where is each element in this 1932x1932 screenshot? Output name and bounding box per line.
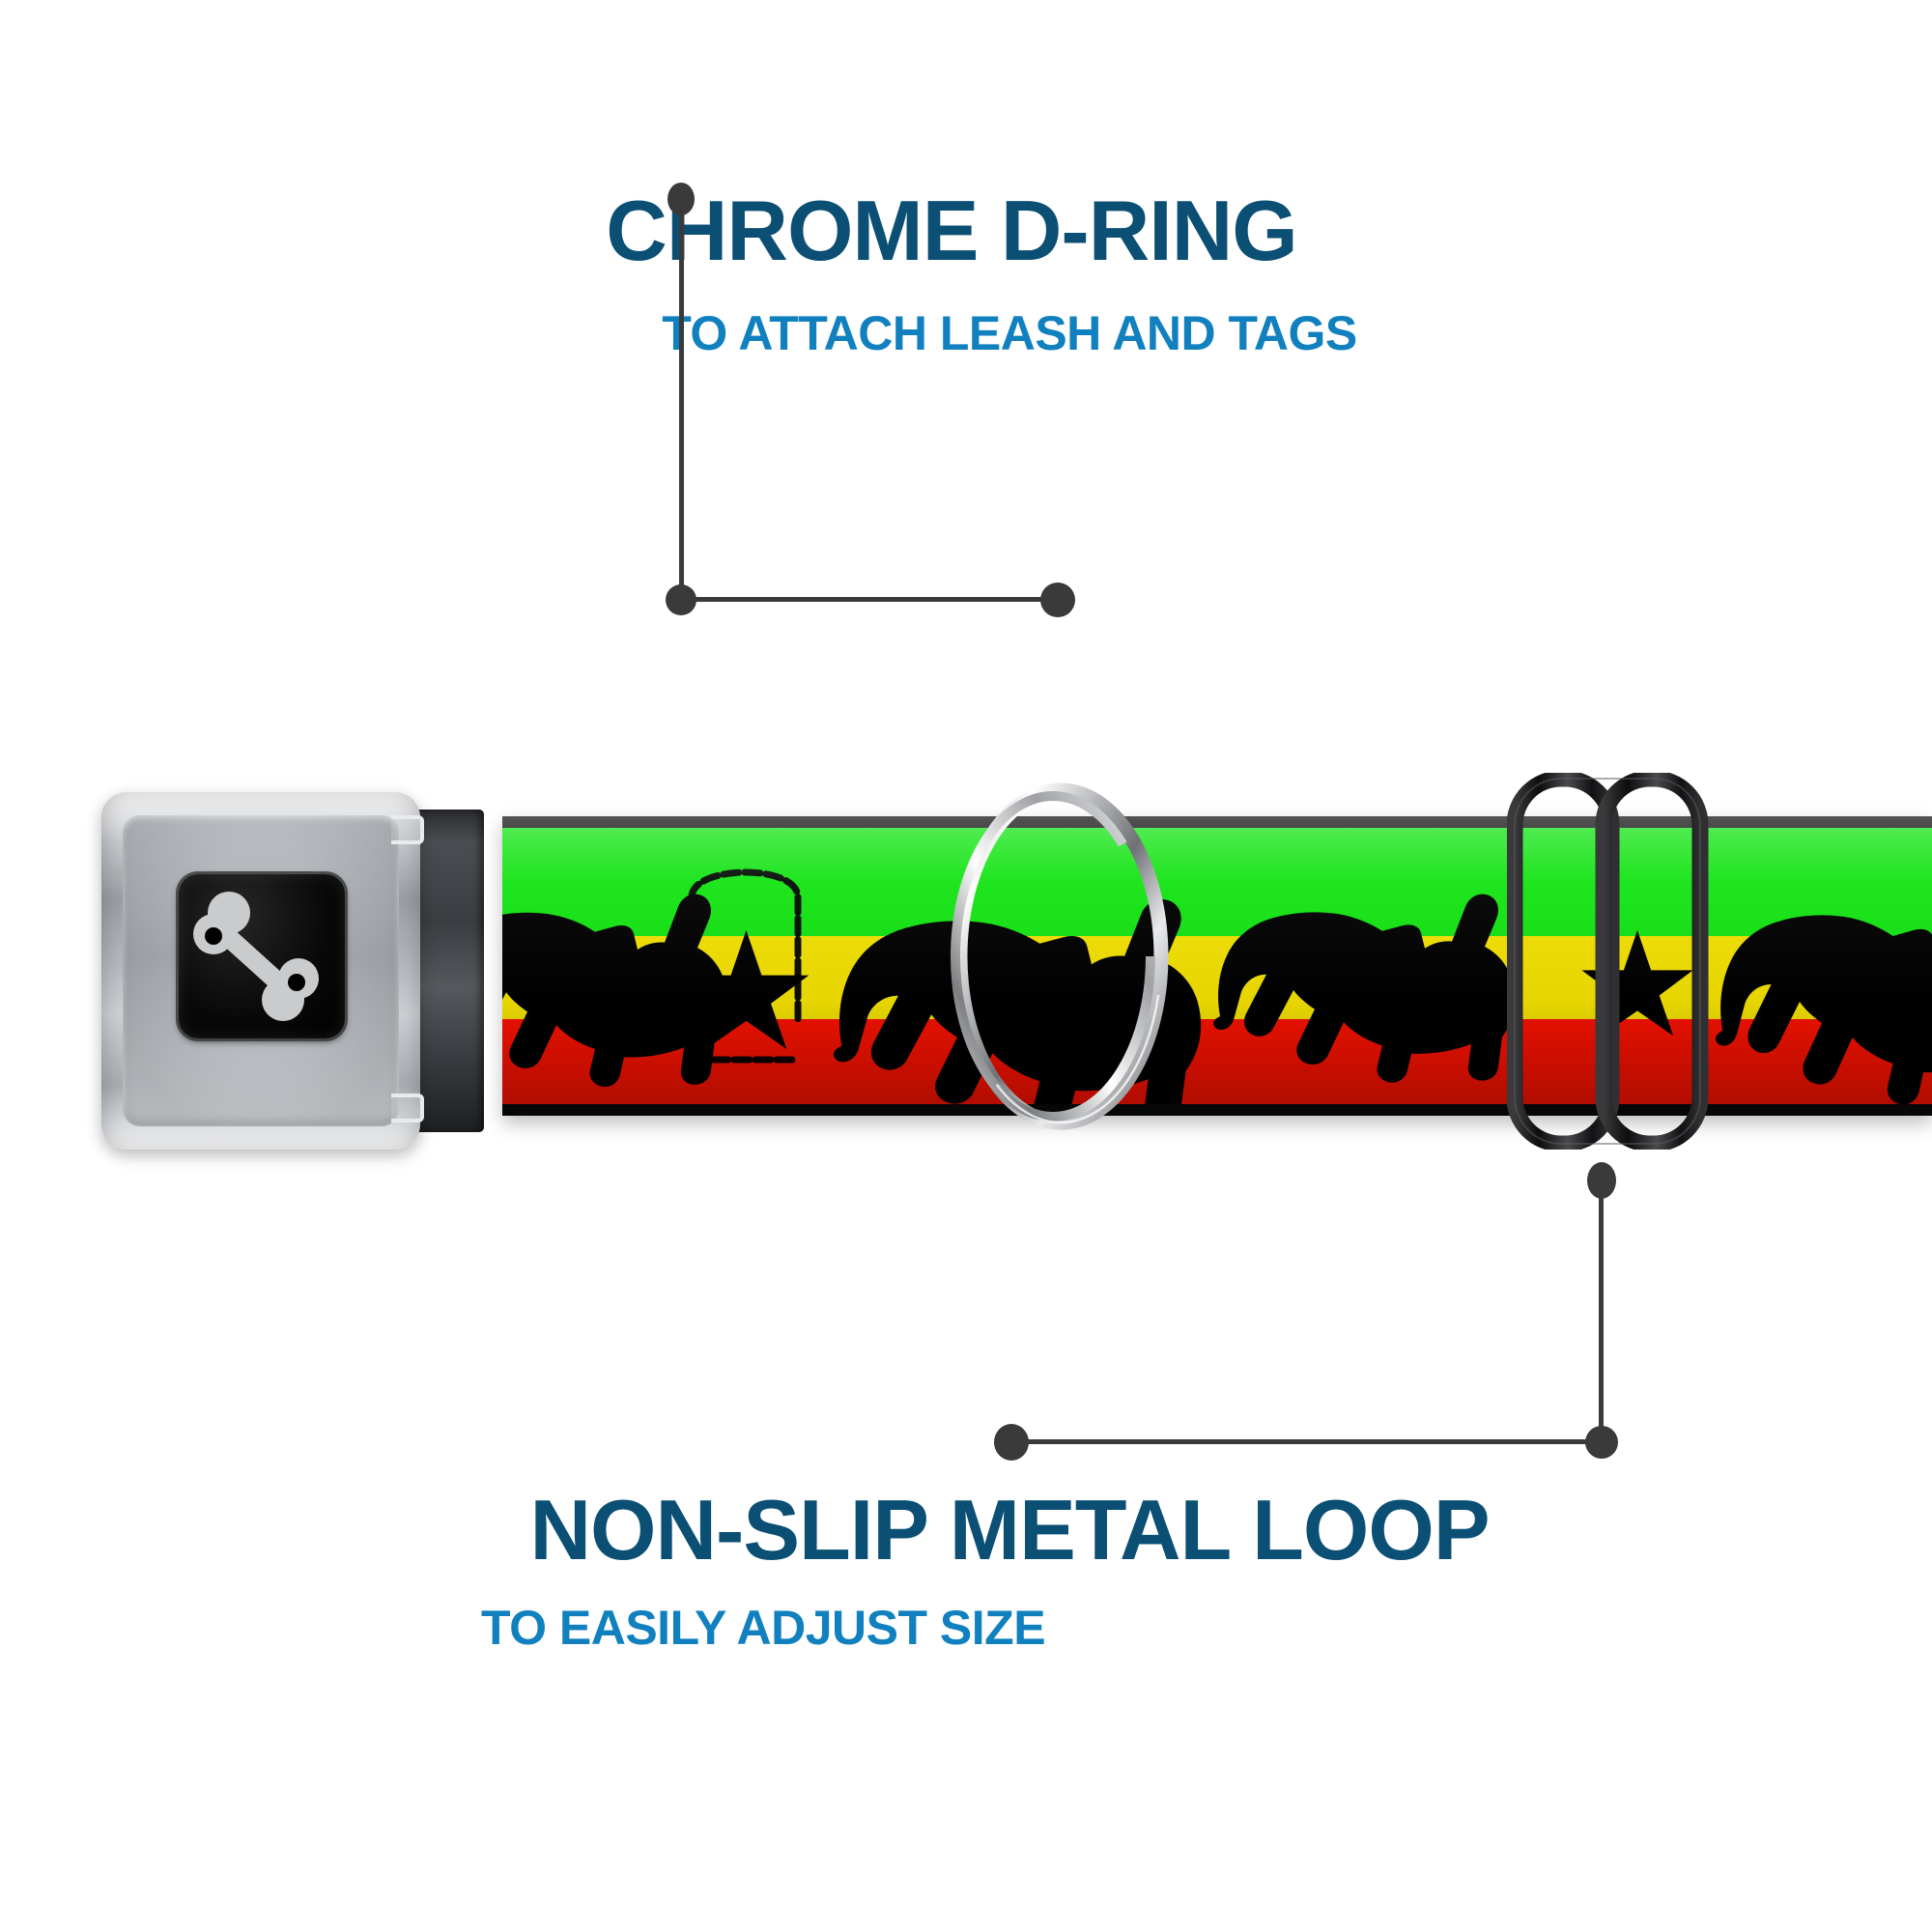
leader-dot-loop-elbow [1585, 1426, 1618, 1459]
non-slip-metal-loop[interactable] [1507, 773, 1719, 1150]
seatbelt-buckle[interactable] [101, 792, 484, 1150]
leader-line-dring-horizontal [679, 597, 1065, 602]
leader-dot-loop-end [994, 1424, 1029, 1461]
leader-line-loop-vertical [1599, 1186, 1604, 1444]
leader-dot-dring-title [668, 183, 695, 215]
chrome-d-ring-icon [951, 782, 1169, 1130]
metal-loop-icon [1507, 773, 1709, 1150]
callout-subtitle-non-slip-metal-loop: TO EASILY ADJUST SIZE [480, 1601, 1046, 1655]
leader-dot-dring-target [1040, 582, 1075, 617]
callout-subtitle-chrome-d-ring: TO ATTACH LEASH AND TAGS [662, 306, 1357, 360]
buckle-strap-tab [409, 810, 484, 1132]
leader-line-dring-vertical [679, 211, 684, 603]
chrome-d-ring[interactable] [947, 773, 1188, 1140]
buckle-logo-inset [179, 874, 345, 1038]
leader-dot-dring-elbow [666, 584, 696, 615]
dog-bone-icon [193, 892, 319, 1021]
callout-title-non-slip-metal-loop: NON-SLIP METAL LOOP [529, 1482, 1490, 1577]
buckle-clip-top [391, 815, 424, 844]
callout-title-chrome-d-ring: CHROME D-RING [606, 183, 1297, 278]
leader-line-loop-horizontal [1008, 1439, 1602, 1444]
buckle-clip-bottom [391, 1094, 424, 1122]
